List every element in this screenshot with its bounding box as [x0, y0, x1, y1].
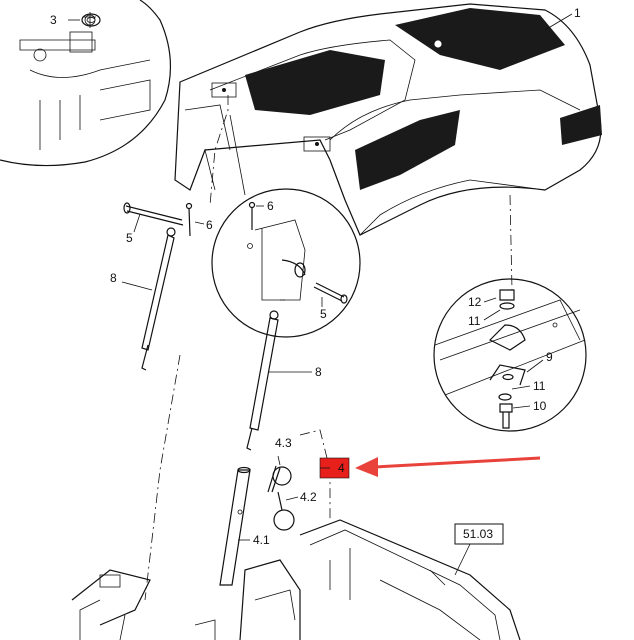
frame-assembly: [71, 519, 521, 640]
strut-right-icon: [246, 310, 279, 451]
detail-circle-right: [433, 278, 587, 432]
label-bracket: 9: [546, 350, 553, 364]
pointer-arrow: [355, 456, 541, 477]
label-nut: 12: [468, 295, 482, 309]
grille-side-rear: [560, 105, 602, 145]
label-frame-ref: 51.03: [463, 527, 493, 541]
label-bolt-ring: 3: [50, 13, 57, 27]
label-hood: 1: [574, 6, 581, 20]
label-pin-left: 5: [126, 231, 133, 245]
label-highlight-4: 4: [338, 461, 345, 475]
bolt-ring-icon: [81, 13, 101, 27]
label-prop-4-1: 4.1: [253, 533, 270, 547]
lynch-pin-4-3-icon: [267, 465, 292, 493]
label-washer-top: 11: [468, 314, 481, 328]
label-strut-right: 8: [315, 365, 322, 379]
label-pin-detail: 5: [320, 307, 327, 321]
label-bolt: 10: [533, 399, 547, 413]
pin-left-icon: [123, 202, 184, 226]
label-clip-detail: 6: [267, 199, 274, 213]
lynch-pin-4-2-icon: [273, 491, 295, 531]
strut-left-icon: [141, 227, 176, 371]
grille-top: [245, 50, 385, 115]
frame-ref-box[interactable]: [454, 523, 504, 545]
label-clip-left: 6: [206, 218, 213, 232]
detail-circle-middle: [211, 188, 361, 338]
clip-left-icon: [185, 202, 193, 237]
grille-side: [355, 110, 460, 190]
label-pin-4-3: 4.3: [275, 436, 292, 450]
prop-rod-icon: [219, 466, 251, 586]
label-pin-4-2: 4.2: [300, 490, 317, 504]
detail-circle-top-left: [0, 0, 172, 167]
hood-assembly: [174, 3, 602, 236]
label-strut-left: 8: [110, 271, 117, 285]
grille-rear: [395, 8, 565, 70]
label-washer-bottom: 11: [533, 379, 546, 393]
